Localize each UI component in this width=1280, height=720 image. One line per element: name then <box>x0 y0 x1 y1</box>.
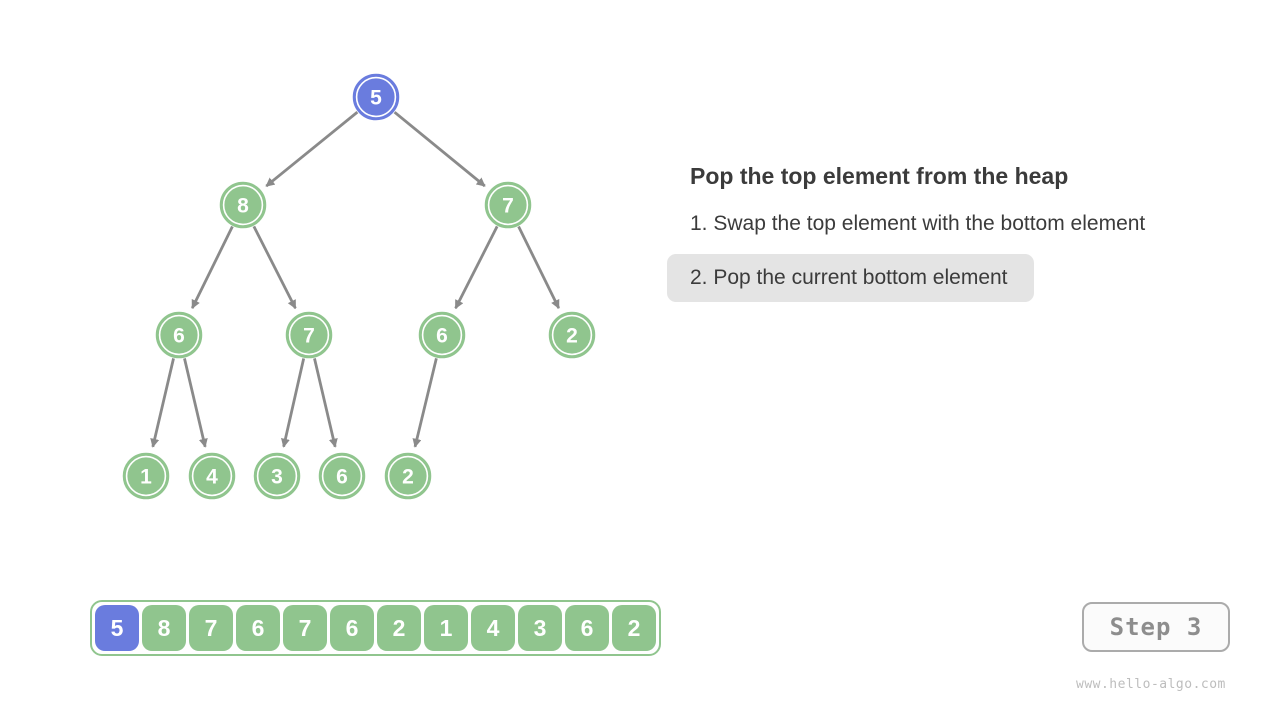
tree-node-value: 8 <box>237 195 249 218</box>
heap-tree-svg: 5 8 7 6 7 6 2 1 4 3 6 2 <box>122 73 596 500</box>
array-cell: 7 <box>283 605 327 651</box>
tree-node-value: 2 <box>566 325 578 348</box>
tree-edge <box>150 358 175 448</box>
tree-edge <box>393 111 486 188</box>
step-badge: Step 3 <box>1082 602 1230 652</box>
step-item-2-highlighted: 2. Pop the current bottom element <box>667 254 1034 302</box>
array-cell: 6 <box>565 605 609 651</box>
array-cell: 1 <box>424 605 468 651</box>
tree-node: 7 <box>285 311 333 359</box>
tree-node-value: 6 <box>336 466 348 489</box>
tree-node: 6 <box>155 311 203 359</box>
tree-nodes: 5 8 7 6 7 6 2 1 4 3 6 2 <box>122 73 596 500</box>
tree-node: 1 <box>122 452 170 500</box>
tree-edge <box>454 225 499 310</box>
array-cell: 6 <box>330 605 374 651</box>
tree-node: 2 <box>548 311 596 359</box>
array-cell: 2 <box>377 605 421 651</box>
watermark-url: www.hello-algo.com <box>1076 677 1226 692</box>
tree-edge <box>313 358 338 448</box>
tree-node: 5 <box>352 73 400 121</box>
tree-edges <box>150 111 561 448</box>
array-cell: 8 <box>142 605 186 651</box>
tree-node-value: 5 <box>370 87 382 110</box>
array-cell: 5 <box>95 605 139 651</box>
step-item-1: 1. Swap the top element with the bottom … <box>690 212 1146 235</box>
array-cell: 7 <box>189 605 233 651</box>
array-cell: 2 <box>612 605 656 651</box>
tree-node: 8 <box>219 181 267 229</box>
tree-edge <box>183 358 208 448</box>
tree-node-value: 7 <box>303 325 315 348</box>
tree-edge <box>265 111 359 188</box>
array-cell: 3 <box>518 605 562 651</box>
tree-node: 6 <box>418 311 466 359</box>
explanation-panel: Pop the top element from the heap 1. Swa… <box>667 160 1247 302</box>
tree-node: 7 <box>484 181 532 229</box>
panel-title: Pop the top element from the heap <box>690 163 1069 189</box>
array-cell: 4 <box>471 605 515 651</box>
tree-node-value: 2 <box>402 466 414 489</box>
tree-edge <box>190 225 234 309</box>
tree-edge <box>281 358 306 448</box>
tree-node-value: 6 <box>436 325 448 348</box>
tree-node: 2 <box>384 452 432 500</box>
tree-node-value: 3 <box>271 466 283 489</box>
tree-node-value: 4 <box>206 466 218 489</box>
tree-node-value: 6 <box>173 325 185 348</box>
tree-edge <box>517 225 561 309</box>
tree-edge <box>412 358 438 448</box>
tree-node-value: 7 <box>502 195 514 218</box>
tree-node: 3 <box>253 452 301 500</box>
tree-node: 4 <box>188 452 236 500</box>
array-cell: 6 <box>236 605 280 651</box>
tree-node-value: 1 <box>140 466 152 489</box>
tree-node: 6 <box>318 452 366 500</box>
tree-edge <box>252 225 297 310</box>
